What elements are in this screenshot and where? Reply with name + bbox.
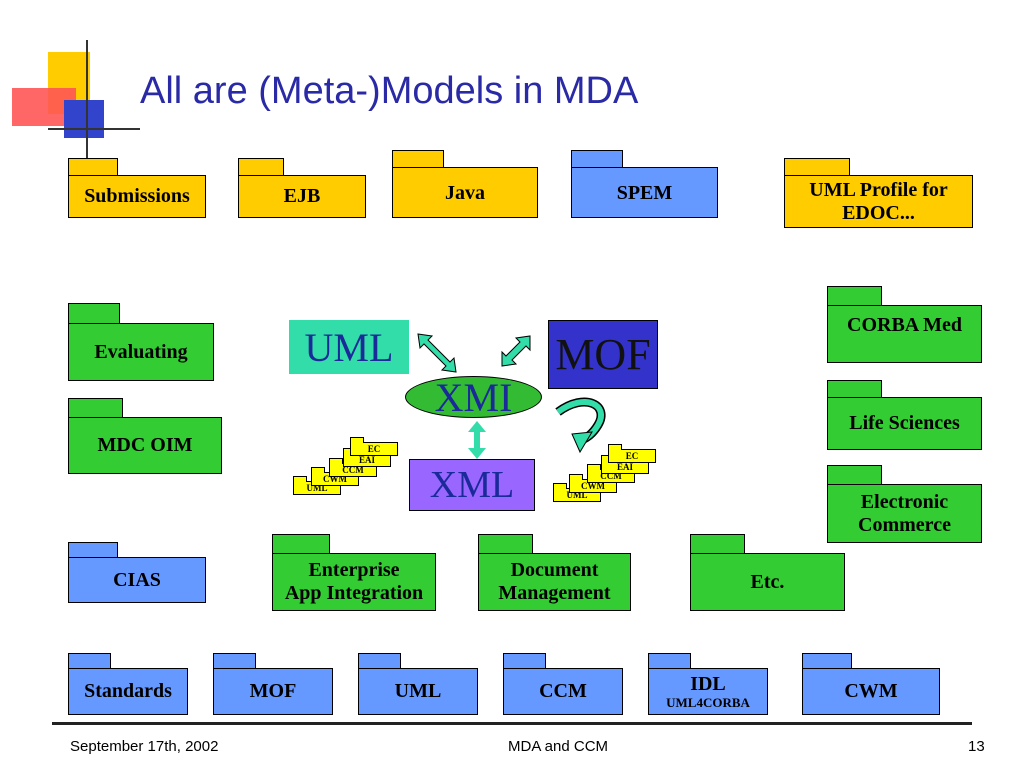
package-label: UML (394, 680, 442, 702)
package-label: MDC OIM (97, 434, 193, 456)
package-label-line2: EDOC... (842, 201, 915, 224)
mini-package-ec: EC (350, 437, 398, 456)
uml-xmi-double-arrow-icon (417, 333, 457, 373)
xmi-ellipse: XMI (405, 374, 542, 420)
package-standards: Standards (68, 653, 188, 715)
xml-box: XML (409, 459, 535, 511)
package-label: SPEM (616, 182, 673, 204)
mini-package-ec: EC (608, 444, 656, 463)
package-label: CWM (844, 680, 898, 702)
package-uml: UML (358, 653, 478, 715)
slide-logo (12, 40, 142, 160)
package-mof: MOF (213, 653, 333, 715)
package-label-line2: Management (498, 582, 611, 604)
package-label: MOF (249, 680, 297, 702)
package-label: Etc. (750, 570, 785, 593)
package-etc: Etc. (690, 534, 845, 611)
uml-box-label: UML (304, 324, 394, 370)
package-submissions: Submissions (68, 158, 206, 218)
package-label-line2: App Integration (284, 582, 424, 604)
footer-title: MDA and CCM (508, 738, 609, 755)
package-label: Evaluating (94, 340, 188, 363)
mof-box: MOF (548, 320, 658, 389)
package-label: CIAS (113, 568, 161, 591)
package-document-management: Document Management (478, 534, 631, 611)
package-mdc-oim: MDC OIM (68, 398, 222, 474)
package-cias: CIAS (68, 542, 206, 603)
package-label-line1: Enterprise (308, 559, 400, 581)
package-cwm: CWM (802, 653, 940, 715)
package-label: CORBA Med (847, 314, 962, 336)
package-label: Java (445, 182, 485, 204)
package-label-line2: Commerce (858, 513, 951, 536)
package-label: Standards (84, 680, 172, 702)
package-idl: IDL UML4CORBA (648, 653, 768, 715)
mof-xmi-double-arrow-icon (501, 335, 531, 367)
xmi-xml-double-arrow-icon (468, 421, 486, 459)
package-enterprise-app-integration: Enterprise App Integration (272, 534, 436, 611)
slide-title: All are (Meta-)Models in MDA (140, 70, 639, 112)
package-label-line1: Document (510, 559, 599, 581)
package-label: EJB (283, 185, 321, 207)
footer-rule (52, 722, 972, 725)
mof-box-label: MOF (555, 330, 651, 379)
package-label-line1: UML Profile for (809, 178, 948, 201)
package-label: CCM (539, 680, 587, 702)
package-electronic-commerce: Electronic Commerce (827, 465, 982, 543)
package-evaluating: Evaluating (68, 303, 214, 381)
footer-date: September 17th, 2002 (70, 738, 219, 755)
package-spem: SPEM (571, 150, 718, 218)
uml-box: UML (289, 320, 409, 374)
package-label: IDL (690, 672, 726, 695)
package-life-sciences: Life Sciences (827, 380, 982, 450)
page-number: 13 (968, 738, 985, 755)
package-sublabel: UML4CORBA (666, 694, 750, 710)
package-uml-profile-edoc: UML Profile for EDOC... (784, 158, 973, 228)
package-ccm: CCM (503, 653, 623, 715)
package-label: Life Sciences (849, 412, 960, 434)
xml-box-label: XML (429, 464, 515, 506)
package-java: Java (392, 150, 538, 218)
package-label: Submissions (84, 185, 190, 207)
package-corba-med: CORBA Med (827, 286, 982, 363)
package-label-line1: Electronic (860, 490, 949, 513)
xmi-label: XMI (434, 374, 513, 420)
curved-arrow-icon (555, 397, 606, 454)
package-ejb: EJB (238, 158, 366, 218)
